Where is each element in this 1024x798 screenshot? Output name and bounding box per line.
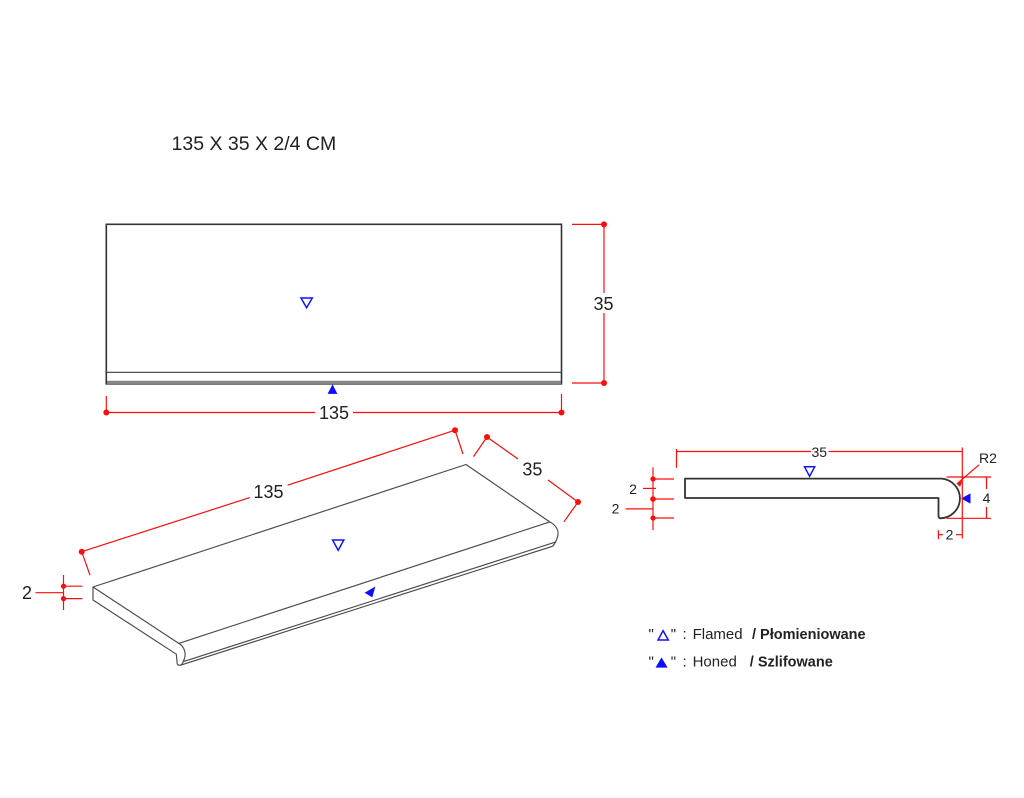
svg-text:2: 2 [629, 481, 637, 497]
svg-text:/ Szlifowane: / Szlifowane [750, 655, 833, 671]
svg-text:2: 2 [22, 583, 32, 603]
svg-text:": " [649, 654, 654, 671]
svg-text:35: 35 [812, 444, 828, 460]
svg-text:Flamed: Flamed [693, 626, 743, 643]
svg-text::: : [683, 626, 687, 643]
svg-text:R2: R2 [979, 450, 997, 466]
svg-text:135: 135 [253, 482, 283, 502]
svg-text:135: 135 [319, 403, 349, 423]
svg-text:": " [671, 626, 676, 643]
svg-text:135 X 35 X 2/4 CM: 135 X 35 X 2/4 CM [172, 133, 337, 155]
svg-text:": " [671, 654, 676, 671]
svg-text:35: 35 [522, 460, 542, 480]
svg-text:4: 4 [983, 490, 991, 506]
svg-text:35: 35 [593, 294, 613, 314]
svg-text:Honed: Honed [693, 654, 737, 671]
svg-text:/ Płomieniowane: / Płomieniowane [752, 627, 866, 643]
svg-text:2: 2 [612, 501, 620, 517]
svg-text::: : [683, 654, 687, 671]
svg-text:2: 2 [946, 527, 954, 543]
svg-text:": " [649, 626, 654, 643]
